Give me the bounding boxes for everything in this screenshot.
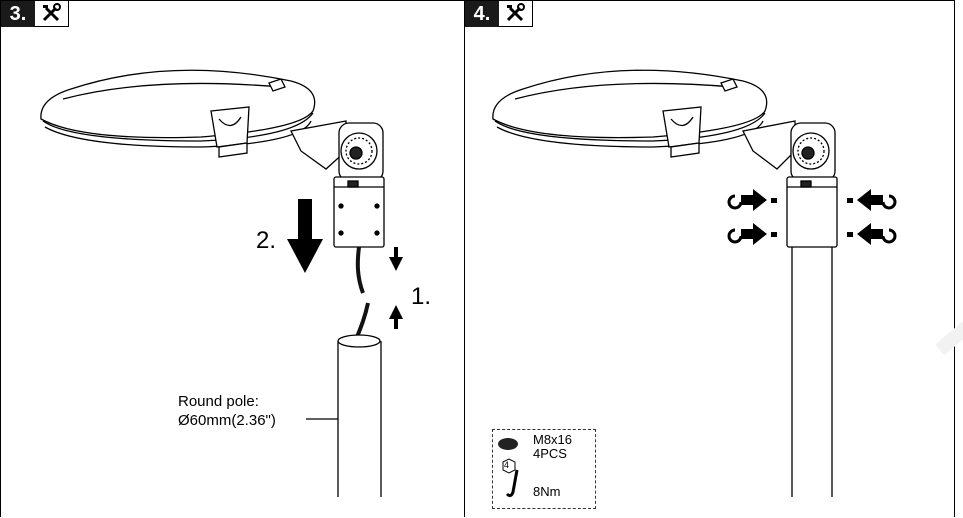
screw-icon — [498, 438, 518, 450]
luminaire-fixing-drawing — [492, 69, 897, 497]
pole-label-title: Round pole: — [178, 393, 259, 410]
mounting-bracket — [290, 120, 385, 248]
screw-size: M8x16 — [533, 432, 573, 447]
hex-key-icon — [505, 469, 519, 498]
torque-value: 8Nm — [533, 484, 561, 499]
step-3-panel: 3. — [0, 0, 465, 517]
step-number: 4. — [465, 1, 499, 27]
step-2-label: 2. — [256, 227, 277, 254]
round-pole — [791, 247, 833, 497]
step-2-arrow — [287, 199, 323, 273]
screw-arrows — [727, 189, 897, 245]
hardware-spec-box: 4 M8x16 4PCS 8Nm — [492, 429, 596, 509]
hex-nut-icon — [502, 458, 516, 474]
tools-icon — [35, 1, 69, 27]
hex-size: 4 — [504, 460, 510, 470]
tools-icon — [499, 1, 533, 27]
screw-quantity: 4PCS — [533, 446, 567, 461]
luminaire-installation-drawing — [40, 69, 403, 497]
luminaire-head — [492, 69, 768, 158]
spec-icons — [498, 438, 519, 498]
pole-label-diameter: Ø60mm(2.36") — [178, 412, 276, 429]
step-number: 3. — [1, 1, 35, 27]
step-1-label: 1. — [411, 283, 432, 310]
round-pole — [337, 334, 382, 497]
step-1-arrows — [389, 247, 403, 329]
mounting-bracket — [742, 120, 838, 248]
luminaire-head — [40, 69, 316, 158]
step-4-panel: 4. — [465, 0, 955, 517]
